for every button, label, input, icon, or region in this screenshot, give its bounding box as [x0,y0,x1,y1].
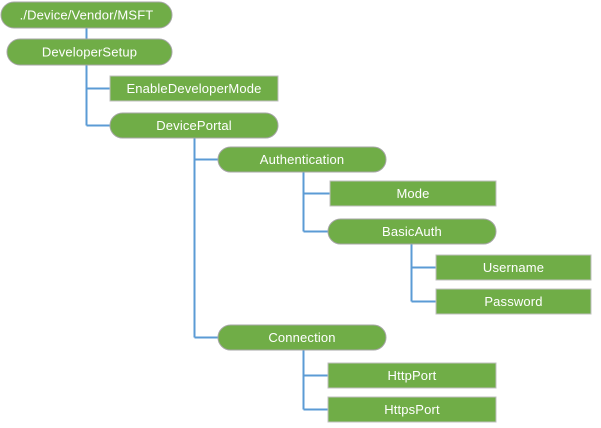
node-httpport[interactable]: HttpPort [327,362,497,389]
node-username-label: Username [483,260,544,275]
node-root-label: ./Device/Vendor/MSFT [20,7,154,22]
node-httpsport[interactable]: HttpsPort [327,396,497,423]
node-connection[interactable]: Connection [217,324,387,351]
node-httpport-shape[interactable] [327,362,497,389]
node-mode[interactable]: Mode [329,180,497,207]
node-password-label: Password [484,294,542,309]
node-root[interactable]: ./Device/Vendor/MSFT [0,1,173,29]
connector-layer [85,28,436,411]
node-basicauth-shape[interactable] [327,218,497,245]
node-deviceportal-shape[interactable] [109,112,279,139]
node-deviceportal[interactable]: DevicePortal [109,112,279,139]
node-deviceportal-label: DevicePortal [156,118,232,133]
node-httpsport-label: HttpsPort [384,402,440,417]
node-layer: ./Device/Vendor/MSFT DeveloperSetup Enab… [0,1,592,423]
node-mode-shape[interactable] [329,180,497,207]
node-enabledevelopermode[interactable]: EnableDeveloperMode [109,75,279,102]
node-basicauth-label: BasicAuth [382,224,442,239]
node-username[interactable]: Username [435,254,592,281]
node-developersetup[interactable]: DeveloperSetup [6,38,173,66]
node-connection-shape[interactable] [217,324,387,351]
node-authentication[interactable]: Authentication [217,146,387,173]
node-enabledevelopermode-label: EnableDeveloperMode [126,81,261,96]
node-authentication-shape[interactable] [217,146,387,173]
node-password[interactable]: Password [435,288,592,315]
node-developersetup-label: DeveloperSetup [42,44,137,59]
node-username-shape[interactable] [435,254,592,281]
node-root-shape[interactable] [0,1,173,29]
node-authentication-label: Authentication [260,152,345,167]
node-mode-label: Mode [396,186,429,201]
node-httpsport-shape[interactable] [327,396,497,423]
node-developersetup-shape[interactable] [6,38,173,66]
node-password-shape[interactable] [435,288,592,315]
node-enabledevelopermode-shape[interactable] [109,75,279,102]
node-basicauth[interactable]: BasicAuth [327,218,497,245]
node-httpport-label: HttpPort [388,368,437,383]
node-connection-label: Connection [268,330,335,345]
